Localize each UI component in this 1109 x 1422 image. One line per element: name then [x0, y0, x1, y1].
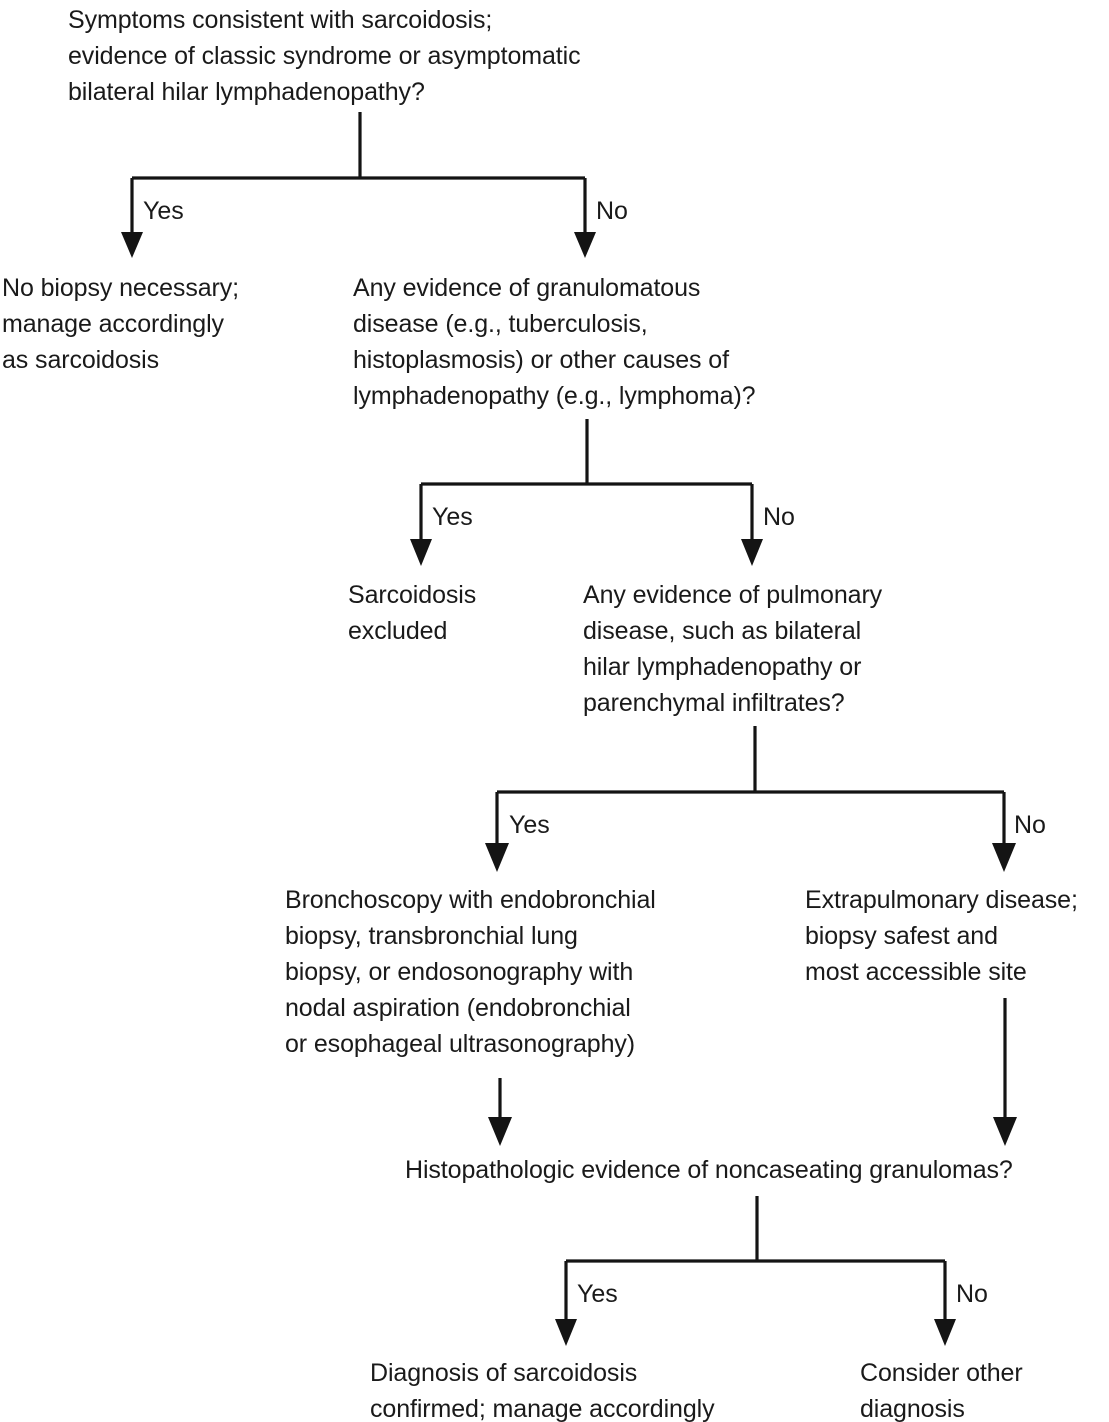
branch-2-yes-label: Yes — [432, 503, 473, 531]
node-no-biopsy-necessary: No biopsy necessary; manage accordingly … — [2, 274, 240, 374]
branch-3-no-label: No — [1014, 811, 1046, 839]
connector-bronchoscopy-to-histopathologic — [488, 1078, 512, 1146]
node-consider-other-diagnosis: Consider other diagnosis — [860, 1359, 1023, 1422]
connector-branch-4 — [555, 1196, 956, 1346]
branch-3-yes-label: Yes — [509, 811, 550, 839]
branch-2-no-label: No — [763, 503, 795, 531]
connector-branch-3 — [485, 726, 1016, 872]
node-sarcoidosis-excluded: Sarcoidosis excluded — [348, 581, 477, 645]
connector-branch-2 — [410, 419, 763, 566]
branch-4-yes-label: Yes — [577, 1280, 618, 1308]
connector-extrapulmonary-to-histopathologic — [993, 998, 1017, 1146]
node-diagnosis-confirmed: Diagnosis of sarcoidosis confirmed; mana… — [370, 1359, 715, 1422]
node-start-question: Symptoms consistent with sarcoidosis; ev… — [68, 6, 581, 106]
node-histopathologic-question: Histopathologic evidence of noncaseating… — [405, 1156, 1013, 1184]
branch-4-no-label: No — [956, 1280, 988, 1308]
node-bronchoscopy: Bronchoscopy with endobronchial biopsy, … — [285, 886, 656, 1058]
branch-1-no-label: No — [596, 197, 628, 225]
node-pulmonary-question: Any evidence of pulmonary disease, such … — [583, 581, 883, 717]
connector-branch-1 — [121, 112, 596, 258]
branch-1-yes-label: Yes — [143, 197, 184, 225]
node-granulomatous-question: Any evidence of granulomatous disease (e… — [353, 274, 756, 410]
node-extrapulmonary: Extrapulmonary disease; biopsy safest an… — [805, 886, 1078, 986]
